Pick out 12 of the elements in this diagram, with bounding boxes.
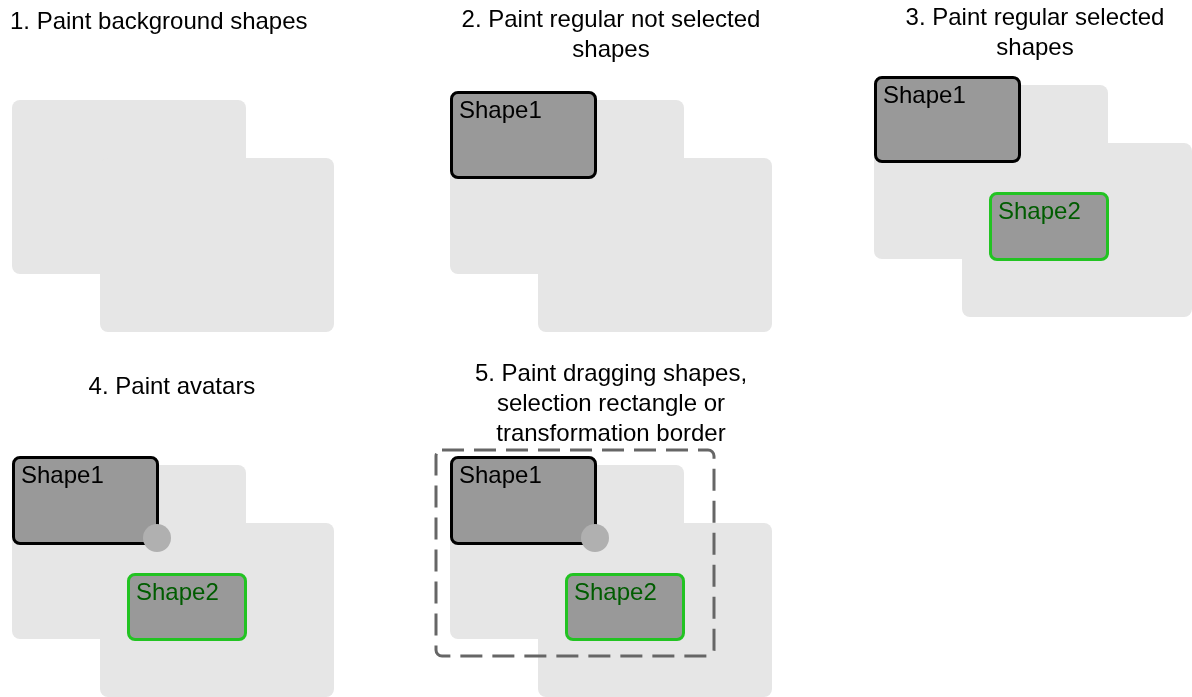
panel-heading: 5. Paint dragging shapes, selection rectangle or transformation border <box>473 358 749 448</box>
shape-box: Shape2 <box>989 192 1109 261</box>
shape-box: Shape1 <box>450 456 597 545</box>
shape-box: Shape1 <box>450 91 597 179</box>
panel-heading: 1. Paint background shapes <box>10 6 309 36</box>
panel-heading: 4. Paint avatars <box>87 371 257 401</box>
panel-heading: 3. Paint regular selected shapes <box>904 2 1166 62</box>
shape-box: Shape2 <box>565 573 685 641</box>
panel-heading: 2. Paint regular not selected shapes <box>460 4 762 64</box>
shape-box: Shape1 <box>874 76 1021 163</box>
shape-box: Shape2 <box>127 573 247 641</box>
shape-box: Shape1 <box>12 456 159 545</box>
